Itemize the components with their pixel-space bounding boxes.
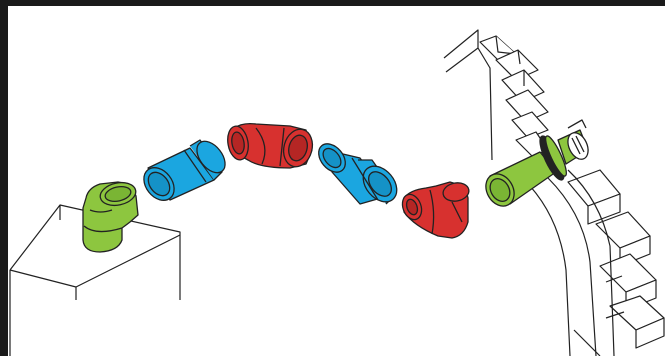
white-canvas — [8, 6, 665, 356]
green-wall-terminal — [485, 119, 589, 207]
red-elbow-bend-1 — [227, 122, 314, 169]
green-boiler-elbow — [82, 181, 139, 253]
blue-extension-pipe-2 — [318, 143, 398, 205]
blue-extension-pipe-1 — [143, 139, 226, 201]
red-elbow-bend-2 — [401, 181, 470, 239]
brick-wall — [443, 29, 665, 356]
